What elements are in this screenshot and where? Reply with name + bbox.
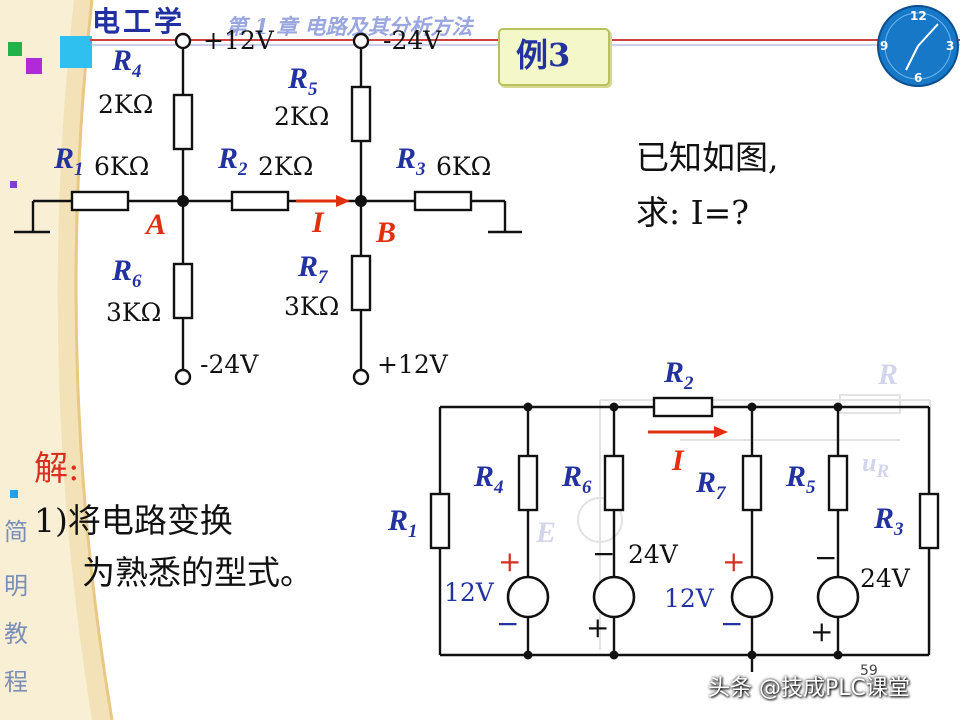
faded-ur-label: uR bbox=[862, 448, 890, 483]
bottom-src2-minus: − bbox=[592, 537, 616, 570]
top-r5-label: R5 bbox=[288, 62, 318, 100]
top-r4-body bbox=[172, 93, 194, 151]
bottom-r2-label: R2 bbox=[664, 356, 694, 394]
bottom-src3-minus: − bbox=[720, 607, 744, 640]
top-r1-value: 6KΩ bbox=[94, 152, 150, 181]
bottom-src2-plus: + bbox=[586, 611, 610, 644]
top-r5-value: 2KΩ bbox=[274, 102, 330, 131]
top-r3-label: R3 bbox=[396, 142, 426, 180]
top-r7-label: R7 bbox=[298, 250, 328, 288]
sidebar-char-3: 教 bbox=[4, 620, 28, 648]
problem-line-1: 已知如图, bbox=[636, 138, 779, 177]
top-r3-body bbox=[413, 190, 473, 212]
sidebar-char-4: 程 bbox=[4, 668, 28, 696]
bottom-r7-label: R7 bbox=[696, 466, 726, 504]
bottom-source-4 bbox=[816, 575, 860, 619]
clock-number-3: 3 bbox=[946, 39, 955, 53]
example-tag: 例3 bbox=[498, 28, 610, 86]
top-r7-value: 3KΩ bbox=[284, 292, 340, 321]
faded-e-label: E bbox=[536, 516, 557, 549]
solution-step1-line1: 1)将电路变换 bbox=[34, 501, 233, 540]
sidebar-char-1: 简 bbox=[4, 518, 28, 546]
top-v-top-left: +12V bbox=[203, 26, 274, 55]
bottom-r3-label: R3 bbox=[874, 502, 904, 540]
bottom-r6-body bbox=[603, 454, 625, 512]
clock-number-6: 6 bbox=[914, 71, 923, 85]
sidebar-char-2: 明 bbox=[4, 572, 28, 600]
bottom-src4-value: 24V bbox=[860, 564, 910, 593]
bottom-source-2 bbox=[592, 575, 636, 619]
chapter-title: 第 1 章 电路及其分析方法 bbox=[226, 14, 473, 39]
watermark: 头条 @技成PLC课堂 bbox=[708, 676, 910, 701]
solution-step1-line2: 为熟悉的型式。 bbox=[82, 553, 313, 592]
bottom-src4-plus: + bbox=[810, 615, 834, 648]
bottom-src1-minus: − bbox=[496, 607, 520, 640]
top-r5-body bbox=[350, 85, 372, 143]
top-current-label: I bbox=[312, 206, 324, 239]
top-current-arrow bbox=[296, 195, 350, 207]
bottom-r5-label: R5 bbox=[786, 460, 816, 498]
top-r2-label: R2 bbox=[218, 142, 248, 180]
top-r1-body bbox=[70, 190, 130, 212]
bottom-r7-body bbox=[741, 454, 763, 512]
top-r4-label: R4 bbox=[112, 44, 142, 82]
top-r2-value: 2KΩ bbox=[258, 152, 314, 181]
bottom-r1-body bbox=[429, 492, 451, 550]
bottom-src1-plus: + bbox=[498, 545, 522, 578]
clock-number-12: 12 bbox=[910, 9, 927, 23]
bottom-r5-body bbox=[827, 454, 849, 512]
course-title: 电工学 bbox=[92, 5, 186, 38]
top-r7-body bbox=[350, 254, 372, 312]
bottom-src1-value: 12V bbox=[444, 578, 494, 607]
bottom-src3-plus: + bbox=[722, 545, 746, 578]
faded-r-label: R bbox=[878, 358, 899, 391]
bottom-src3-value: 12V bbox=[664, 584, 714, 613]
bottom-r4-body bbox=[517, 454, 539, 512]
bottom-current-label: I bbox=[672, 444, 684, 477]
top-v-top-right: -24V bbox=[383, 26, 442, 55]
bottom-src4-minus: − bbox=[814, 541, 838, 574]
bottom-src2-value: 24V bbox=[628, 540, 678, 569]
top-r4-value: 2KΩ bbox=[98, 90, 154, 119]
top-v-bottom-left: -24V bbox=[200, 350, 259, 379]
top-v-bottom-right: +12V bbox=[377, 350, 448, 379]
clock-icon: 12 3 6 9 bbox=[876, 4, 960, 88]
bottom-r3-body bbox=[918, 492, 940, 550]
page-number: 59 bbox=[860, 663, 878, 679]
top-r2-body bbox=[230, 190, 290, 212]
clock-number-9: 9 bbox=[880, 39, 889, 53]
bottom-r2-body bbox=[652, 396, 714, 418]
top-r1-label: R1 bbox=[54, 142, 84, 180]
example-tag-text: 例3 bbox=[516, 36, 571, 74]
top-r3-value: 6KΩ bbox=[436, 152, 492, 181]
bottom-r4-label: R4 bbox=[474, 460, 504, 498]
problem-line-2: 求: I=? bbox=[636, 193, 749, 232]
top-node-b: B bbox=[376, 216, 397, 249]
bottom-r1-label: R1 bbox=[388, 504, 418, 542]
bottom-r6-label: R6 bbox=[562, 460, 592, 498]
bottom-source-1 bbox=[506, 575, 550, 619]
top-node-a: A bbox=[146, 208, 167, 241]
top-r6-label: R6 bbox=[112, 254, 142, 292]
bottom-current-arrow bbox=[648, 426, 728, 438]
top-r6-value: 3KΩ bbox=[106, 298, 162, 327]
solution-heading: 解: bbox=[34, 449, 80, 489]
top-r6-body bbox=[172, 262, 194, 320]
bottom-source-3 bbox=[730, 575, 774, 619]
